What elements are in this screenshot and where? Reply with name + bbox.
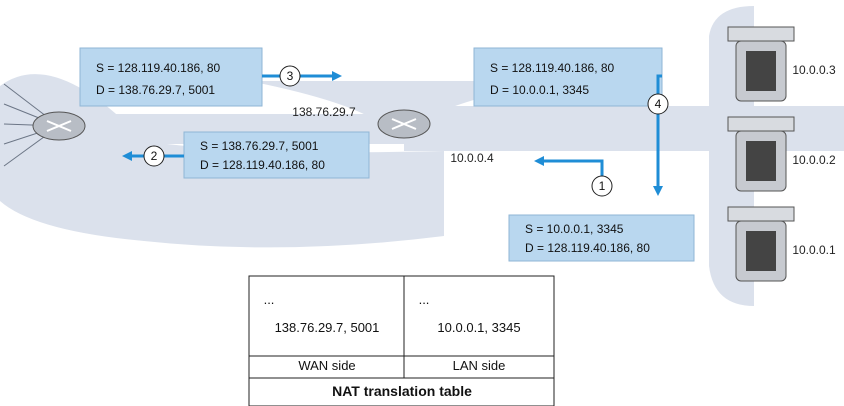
packet-1-src: S = 10.0.0.1, 3345 [525,222,624,236]
arrowhead-icon [534,156,544,166]
nat-wan-ip-label: 138.76.29.7 [292,105,356,119]
host-1: 10.0.0.1 [727,206,836,282]
arrow-heads [122,71,663,196]
nat-table-title: NAT translation table [332,383,472,399]
nat-table-frame [248,275,555,406]
packet-2-src: S = 138.76.29.7, 5001 [200,139,319,153]
packet-3: D = 138.76.29.7, 5001 S = 128.119.40.186… [79,47,263,107]
nat-router [377,109,431,139]
nat-table: NAT translation table LAN side WAN side … [248,275,555,406]
svg-text:3: 3 [287,69,294,83]
packet-3-src: S = 128.119.40.186, 80 [96,61,221,75]
router-cross-icon [391,118,417,130]
packet-4: D = 10.0.0.1, 3345 S = 128.119.40.186, 8… [473,47,663,107]
packet-2-dest: D = 128.119.40.186, 80 [200,158,325,172]
nat-table-header-lan: LAN side [453,358,506,373]
step-badge-2 [143,145,165,167]
packet-3-dest: D = 138.76.29.7, 5001 [96,83,215,97]
nat-table-row1-lan: 10.0.0.1, 3345 [437,320,520,335]
arrow-step-4 [656,74,662,186]
remote-router [32,111,86,141]
packet-4-dest: D = 10.0.0.1, 3345 [490,83,589,97]
host-ip-label: 10.0.0.1 [792,243,836,257]
host-3: 10.0.0.3 [727,26,836,102]
nat-table-row2-wan: ... [264,292,275,307]
packet-box [508,214,695,262]
packet-box [79,47,263,107]
packet-4-src: S = 128.119.40.186, 80 [490,61,615,75]
step-badge-1 [591,175,613,197]
packet-2: D = 128.119.40.186, 80 S = 138.76.29.7, … [183,131,370,179]
router-cross-icon [46,120,72,132]
arrowhead-icon [332,71,342,81]
nat-lan-ip-label: 10.0.0.4 [450,151,494,165]
svg-text:1: 1 [599,179,606,193]
nat-table-row1-wan: 138.76.29.7, 5001 [275,320,380,335]
nat-table-row2-lan: ... [419,292,430,307]
host-ip-label: 10.0.0.2 [792,153,836,167]
packet-1-dest: D = 128.119.40.186, 80 [525,241,650,255]
host-2: 10.0.0.2 [727,116,836,192]
step-badge-4 [647,93,669,115]
svg-text:4: 4 [655,97,662,111]
svg-text:2: 2 [151,149,158,163]
arrowhead-icon [653,186,663,196]
host-ip-label: 10.0.0.3 [792,63,836,77]
packet-box [183,131,370,179]
nat-table-header-wan: WAN side [298,358,355,373]
arrowhead-icon [122,151,132,161]
packet-1: D = 128.119.40.186, 80 S = 10.0.0.1, 334… [508,214,695,262]
packet-box [473,47,663,107]
step-badges: 1 2 3 4 [143,65,669,197]
step-badge-3 [279,65,301,87]
